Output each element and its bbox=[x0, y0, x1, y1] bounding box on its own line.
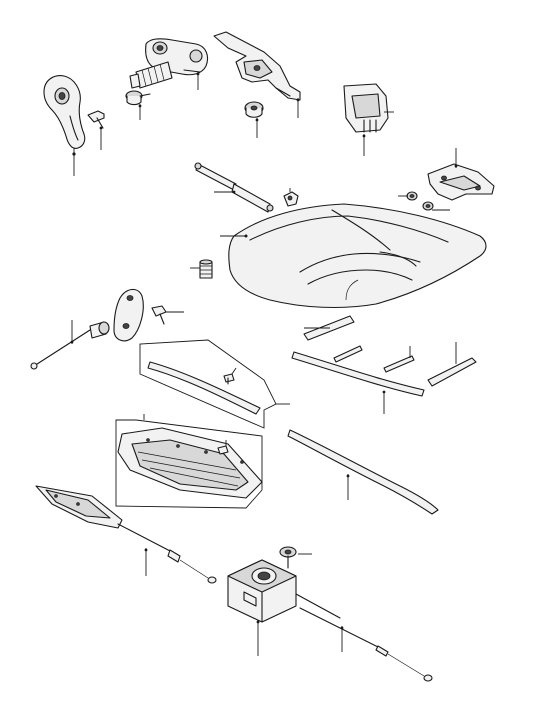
screw-icon bbox=[87, 110, 105, 150]
bumper-stop-icon bbox=[190, 259, 213, 279]
grille-group-box bbox=[115, 419, 263, 509]
seal-group-box bbox=[139, 339, 277, 429]
hinge-icon bbox=[427, 148, 495, 201]
bolt-icon bbox=[244, 101, 264, 138]
clip-icon bbox=[283, 188, 299, 207]
clip-icon bbox=[223, 367, 237, 385]
screw-icon bbox=[151, 305, 184, 325]
junction-block-icon bbox=[227, 559, 341, 656]
bracket-icon bbox=[343, 83, 394, 156]
clip-icon bbox=[217, 440, 229, 455]
seal-strip-icon bbox=[147, 361, 261, 415]
screw-icon bbox=[279, 546, 312, 569]
cable-icon bbox=[35, 485, 217, 584]
cable-icon bbox=[299, 607, 433, 682]
hood-panel-icon bbox=[220, 203, 487, 309]
latch-icon bbox=[129, 38, 209, 90]
bolt-icon bbox=[398, 191, 450, 211]
hinge-icon bbox=[213, 31, 301, 118]
gas-strut-icon bbox=[194, 162, 274, 213]
grille-icon bbox=[117, 427, 263, 499]
bolt-icon bbox=[125, 90, 151, 120]
cable-lever-icon bbox=[30, 288, 144, 370]
release-handle-icon bbox=[43, 75, 86, 176]
seal-strip-icon bbox=[287, 429, 439, 515]
seal-strip-icon bbox=[291, 315, 477, 414]
